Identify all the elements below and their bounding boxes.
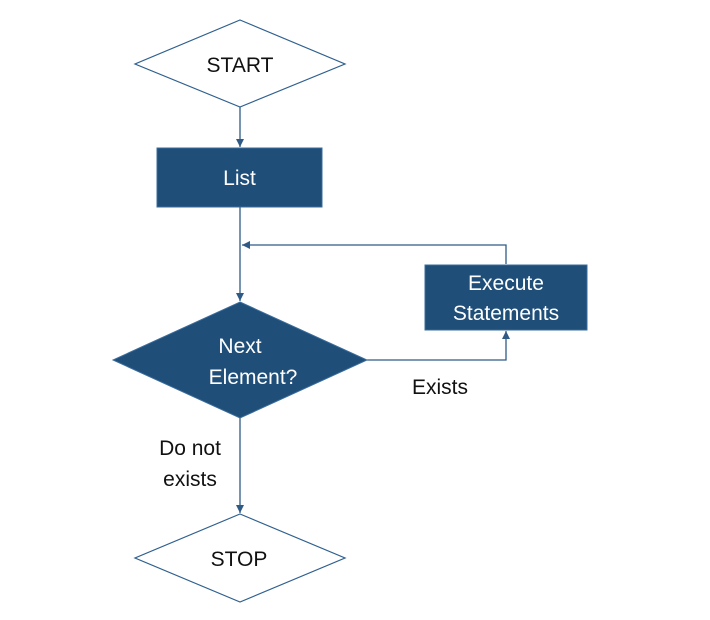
execute-node: Execute Statements xyxy=(424,264,588,331)
list-node: List xyxy=(156,147,323,208)
decision-label-line2: Element? xyxy=(209,366,298,389)
start-diamond xyxy=(133,19,347,108)
stop-node: STOP xyxy=(133,513,347,603)
decision-node: Next Element? xyxy=(111,301,369,419)
decision-diamond xyxy=(111,301,369,419)
list-box xyxy=(156,147,323,208)
edge-label-not-exists-line1: Do not xyxy=(159,437,221,460)
connector-decision-to-execute xyxy=(367,331,510,361)
stop-diamond xyxy=(133,513,347,603)
edge-label-not-exists-line2: exists xyxy=(163,468,217,491)
edge-label-exists: Exists xyxy=(412,376,468,399)
list-label: List xyxy=(223,167,256,190)
connectors xyxy=(236,107,510,513)
connector-execute-loop-back xyxy=(242,241,507,264)
decision-label-line1: Next xyxy=(218,335,261,358)
execute-box xyxy=(424,264,588,331)
start-label: START xyxy=(207,54,274,77)
stop-label: STOP xyxy=(211,548,268,571)
execute-label-line1: Execute xyxy=(468,272,544,295)
start-node: START xyxy=(133,19,347,108)
execute-label-line2: Statements xyxy=(453,302,559,325)
